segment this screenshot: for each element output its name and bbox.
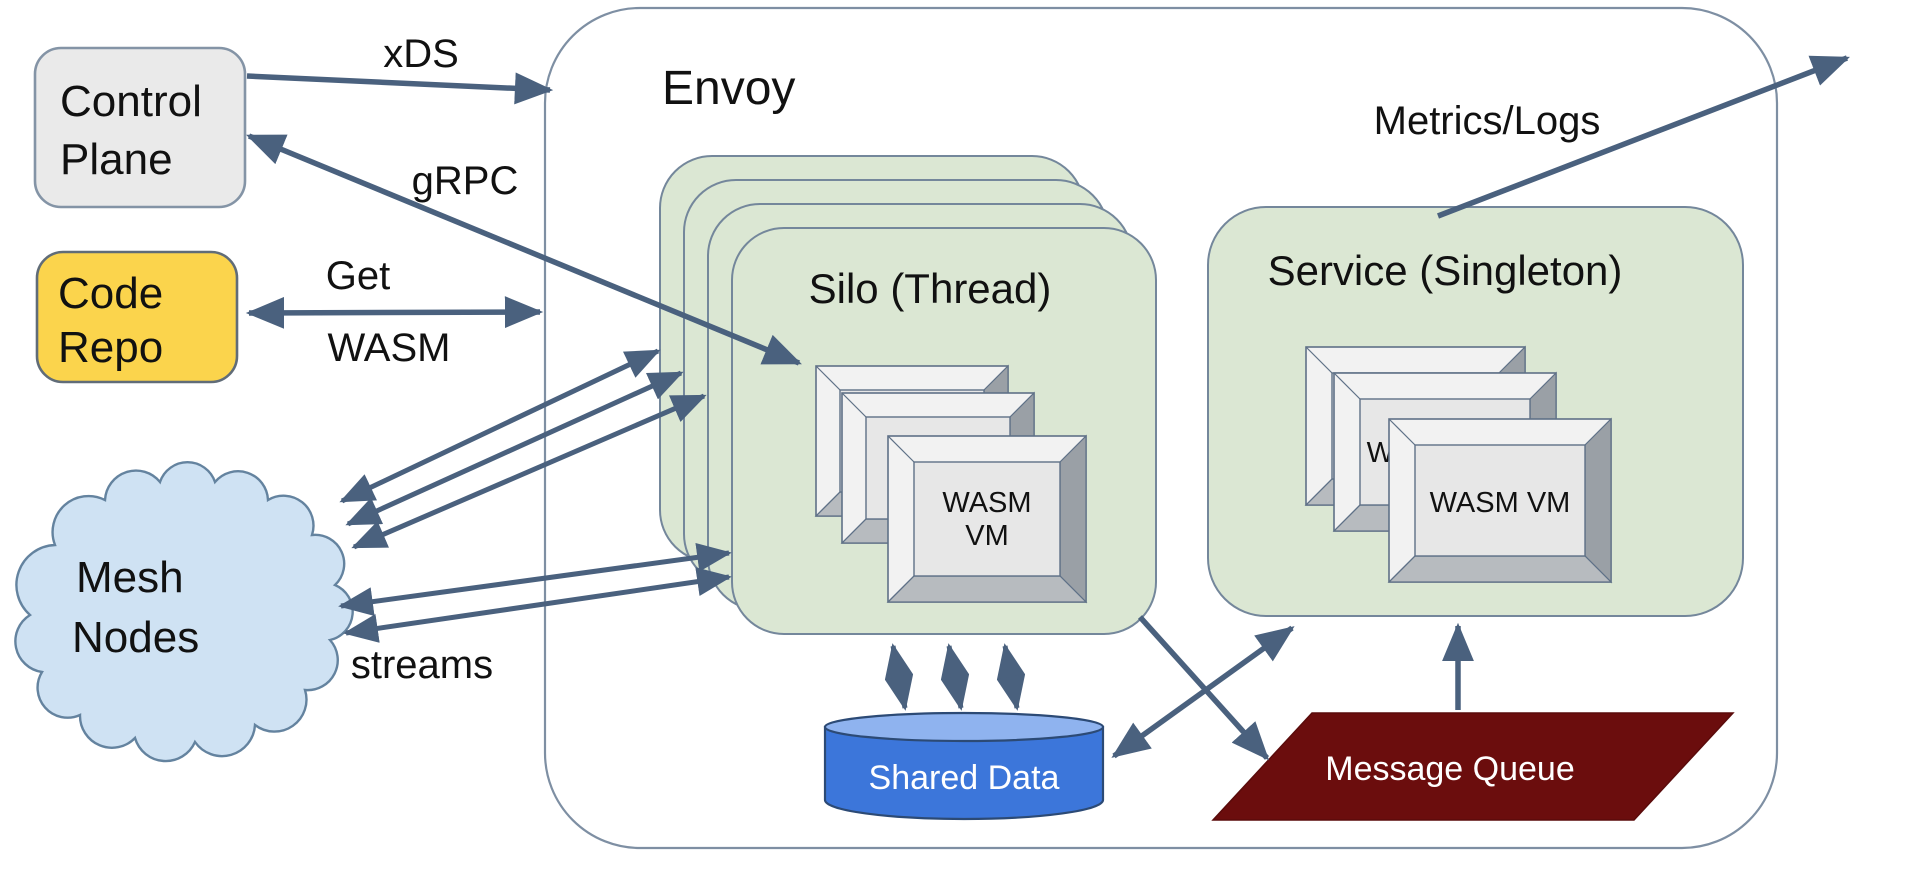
edge-mesh-upper-3 xyxy=(351,393,707,550)
edge-label-get: Get xyxy=(326,254,390,298)
edge-label-wasm: WASM xyxy=(328,326,451,370)
service-label: Service (Singleton) xyxy=(1268,247,1623,294)
edge-metrics-logs xyxy=(1437,55,1850,219)
mesh-nodes-label-line1: Mesh xyxy=(76,553,184,602)
edge-shared-data-3 xyxy=(996,643,1026,711)
edge-mesh-lower-2 xyxy=(343,567,732,643)
edge-get-wasm-arrow xyxy=(245,296,544,329)
silo-wasm-vm-label-line2: VM xyxy=(965,520,1009,552)
control-plane-label-line1: Control xyxy=(60,77,202,126)
code-repo-label-line1: Code xyxy=(58,269,163,318)
control-plane-label-line2: Plane xyxy=(60,135,173,184)
edge-grpc-arrow xyxy=(246,133,802,366)
edge-label-streams: streams xyxy=(351,643,493,687)
shared-data-cylinder: Shared Data xyxy=(823,711,1105,821)
code-repo-node: Code Repo xyxy=(35,250,239,384)
silo-wasm-vm-label-line1: WASM xyxy=(942,487,1031,519)
control-plane-node: Control Plane xyxy=(33,46,247,209)
edge-label-grpc: gRPC xyxy=(412,159,519,203)
edge-shared-data-1 xyxy=(884,643,914,711)
code-repo-label-line2: Repo xyxy=(58,323,163,372)
silo-wasm-chip-3: WASM VM xyxy=(886,434,1088,604)
edge-shared-to-service xyxy=(1111,625,1295,759)
edge-label-xds: xDS xyxy=(383,32,459,76)
service-wasm-chip-3: WASM VM xyxy=(1387,417,1613,584)
mesh-nodes-cloud: Mesh Nodes xyxy=(14,461,354,763)
edges xyxy=(245,55,1850,761)
message-queue-node: Message Queue xyxy=(1211,712,1735,821)
envoy-label: Envoy xyxy=(662,62,795,115)
edge-xds-arrow xyxy=(246,72,554,105)
edge-shared-data-2 xyxy=(940,643,970,711)
edge-label-metrics-logs: Metrics/Logs xyxy=(1374,99,1601,143)
service-wasm-vm-label: WASM VM xyxy=(1430,487,1571,519)
mesh-nodes-label-line2: Nodes xyxy=(72,613,199,662)
silo-label: Silo (Thread) xyxy=(809,265,1052,312)
shared-data-label: Shared Data xyxy=(869,759,1060,797)
message-queue-label: Message Queue xyxy=(1325,750,1575,788)
